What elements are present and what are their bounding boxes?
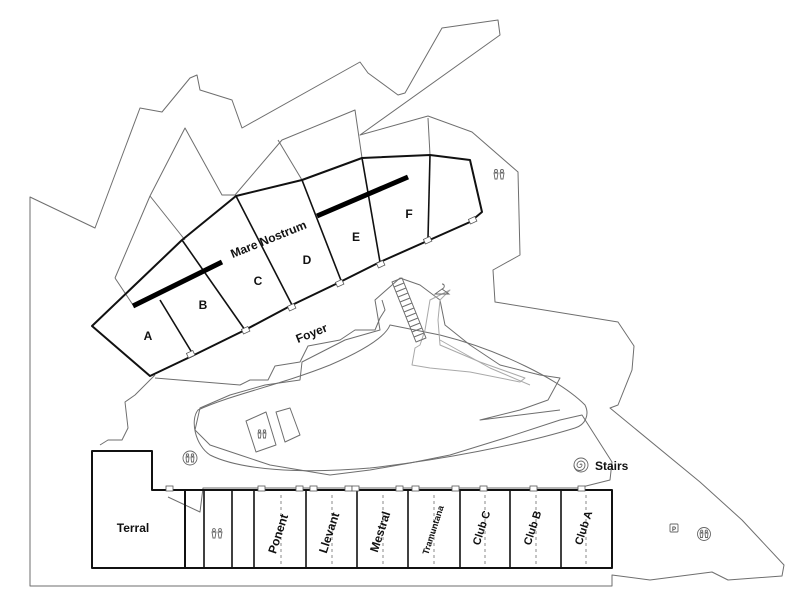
partition-bc	[181, 239, 246, 331]
partition-f	[427, 154, 431, 239]
room-label-b: B	[199, 298, 208, 312]
room-label-club-b: Club B	[522, 509, 544, 546]
restroom-icon	[211, 528, 223, 539]
stage-bar-left	[131, 259, 224, 309]
room-label-llevant: Llevant	[316, 511, 342, 555]
hanger-icon	[433, 283, 451, 295]
ramp	[411, 289, 526, 383]
left-west-wall	[99, 374, 156, 446]
room-label-terral: Terral	[117, 521, 149, 535]
garden-curve	[193, 324, 588, 472]
partition-ab	[159, 299, 195, 357]
restroom-icon	[493, 169, 505, 180]
meeting-rooms-outline	[185, 489, 613, 569]
spiral-stairs-icon	[573, 457, 589, 473]
ballroom-outline	[91, 154, 483, 377]
meeting-room-doors	[165, 485, 586, 492]
partition-cd	[235, 195, 293, 306]
stair-flight	[391, 277, 427, 343]
room-label-e: E	[352, 230, 360, 244]
parking-label: P	[672, 527, 676, 533]
room-label-c: C	[254, 274, 263, 288]
stage-bar-right	[316, 174, 409, 219]
room-label-mare-nostrum: Mare Nostrum	[228, 218, 308, 261]
stairs-label: Stairs	[595, 459, 629, 473]
room-label-f: F	[405, 207, 412, 221]
room-label-d: D	[303, 253, 312, 267]
upper-partition-5	[427, 117, 431, 156]
upper-partition-2	[277, 139, 303, 181]
restroom-icon	[182, 450, 198, 466]
foyer-lower-wall	[154, 299, 386, 386]
room-label-mestral: Mestral	[367, 510, 393, 554]
planter-left	[245, 411, 277, 453]
terral-room	[91, 450, 186, 569]
ramp-tail	[439, 339, 531, 386]
partition-ef	[361, 157, 381, 263]
room-label-club-a: Club A	[573, 510, 595, 547]
restroom-icon	[697, 527, 711, 541]
meeting-room-partitions	[203, 490, 562, 568]
ballroom-doors	[185, 215, 478, 359]
partition-de	[301, 179, 343, 284]
building-outline	[29, 19, 785, 587]
inner-terrace	[167, 277, 613, 513]
room-label-foyer: Foyer	[294, 321, 330, 346]
upper-partition-4	[114, 277, 134, 306]
restroom-icon	[257, 429, 267, 439]
room-label-club-c: Club C	[471, 509, 493, 546]
room-label-ponent: Ponent	[265, 512, 291, 555]
upper-partition-1	[149, 195, 186, 241]
parking-icon	[669, 523, 679, 533]
room-label-a: A	[144, 329, 153, 343]
room-label-tramuntana: Tramuntana	[421, 503, 447, 556]
planter-right	[275, 407, 301, 443]
